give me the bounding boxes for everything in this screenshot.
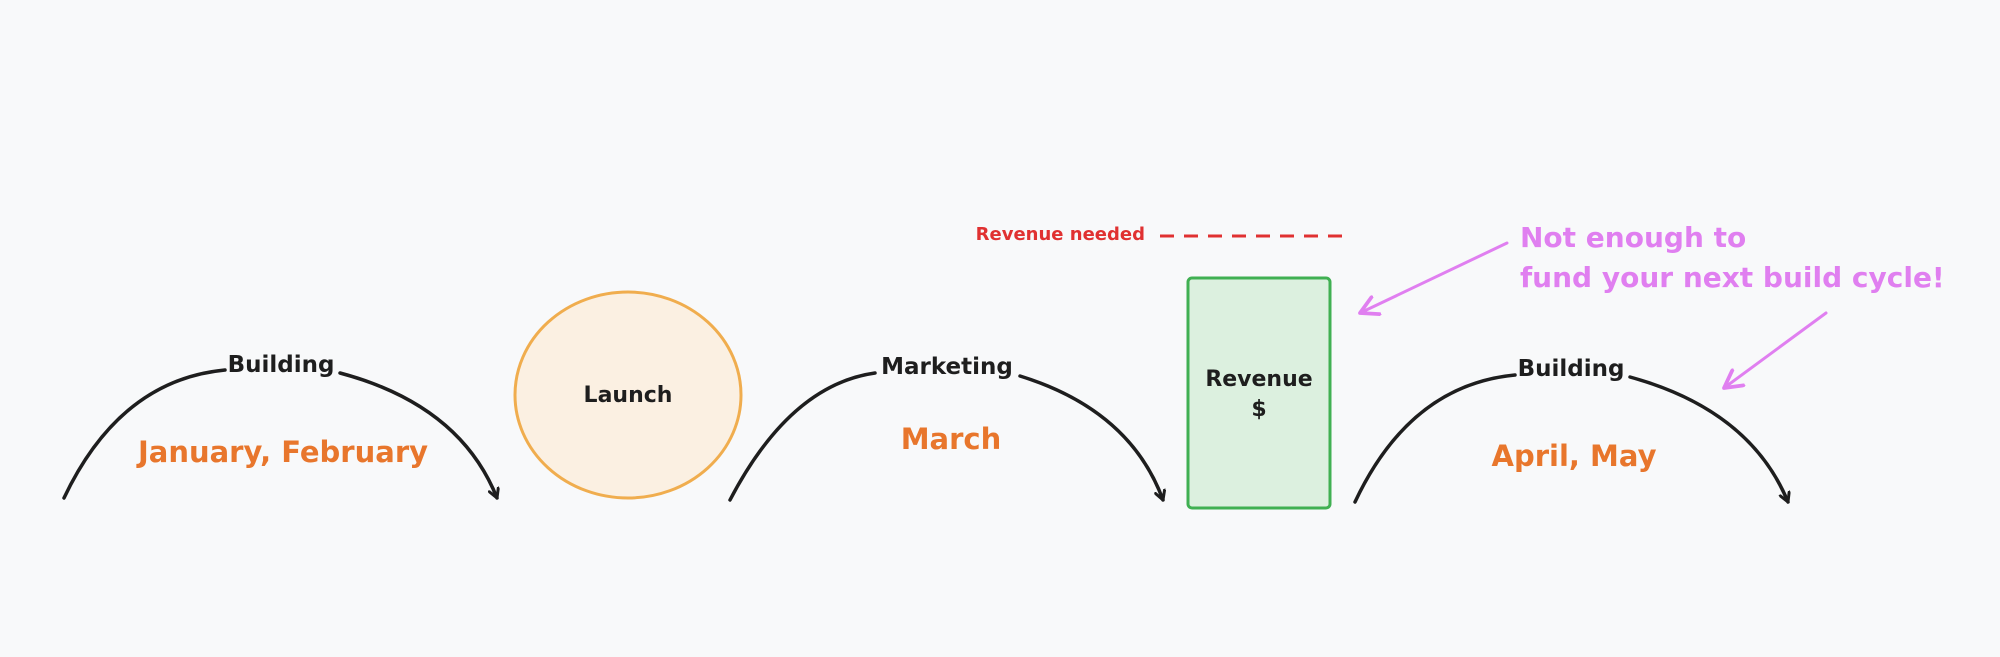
annotation-line-2: fund your next build cycle!: [1520, 261, 1945, 294]
revenue-box: [1186, 276, 1332, 510]
phase-building-1: Building January, February: [62, 352, 497, 500]
revenue-label: Revenue: [1205, 367, 1312, 392]
launch-node: Launch: [513, 290, 743, 500]
revenue-node: Revenue $: [1186, 276, 1332, 510]
shortfall-annotation: Not enough to fund your next build cycle…: [1360, 221, 1945, 388]
launch-ellipse: [513, 290, 743, 500]
revenue-needed-label: Revenue needed: [976, 224, 1145, 245]
annotation-line-1: Not enough to: [1520, 221, 1746, 254]
revenue-symbol: $: [1251, 397, 1266, 422]
period-label-march: March: [901, 422, 1002, 456]
phase-building-2: Building April, May: [1353, 356, 1788, 504]
arc-arrow-marketing: [728, 371, 877, 502]
phase-label-building-1: Building: [228, 352, 335, 378]
arc-arrow-building-1-tail: [338, 371, 497, 500]
arc-arrow-marketing-tail: [1018, 374, 1163, 502]
arc-arrow-building-2: [1353, 373, 1517, 504]
arc-arrow-building-2-tail: [1628, 375, 1788, 504]
annotation-arrow-to-building: [1724, 311, 1828, 388]
revenue-needed-marker: Revenue needed: [976, 224, 1352, 245]
phase-marketing: Marketing March: [728, 354, 1163, 502]
launch-label: Launch: [584, 383, 673, 408]
phase-label-building-2: Building: [1518, 356, 1625, 382]
annotation-arrow-to-revenue: [1360, 241, 1509, 313]
phase-label-marketing: Marketing: [881, 354, 1013, 380]
period-label-apr-may: April, May: [1492, 439, 1657, 473]
arc-arrow-building-1: [62, 368, 227, 500]
period-label-jan-feb: January, February: [136, 435, 428, 469]
